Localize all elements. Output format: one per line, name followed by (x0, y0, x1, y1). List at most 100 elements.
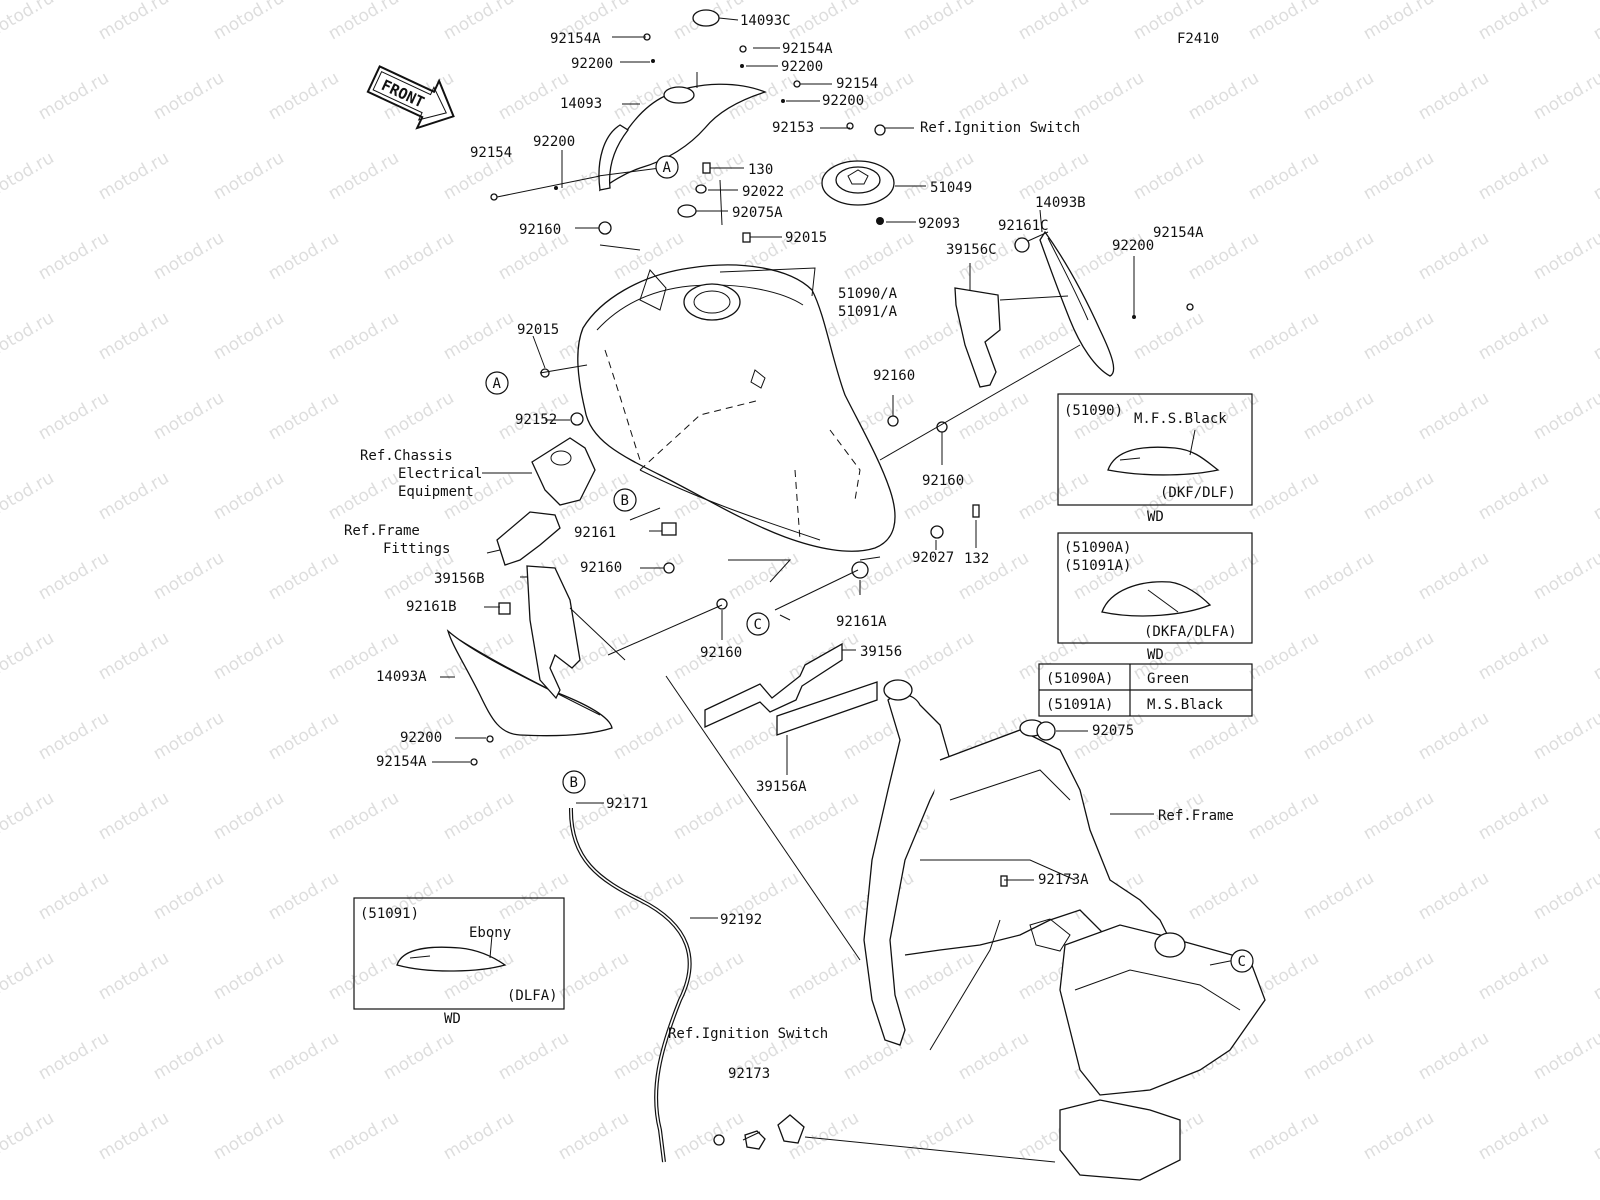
circle-marker-label: A (663, 160, 672, 176)
watermark-text: motod.ru (265, 388, 343, 444)
watermark-text: motod.ru (1245, 1108, 1323, 1164)
watermark-text: motod.ru (380, 228, 458, 284)
watermark-text: motod.ru (1360, 788, 1438, 844)
color-table-code-1: (51090A) (1046, 671, 1113, 687)
callout-39156c: 39156C (946, 242, 997, 258)
watermark-text: motod.ru (1475, 628, 1553, 684)
watermark-text: motod.ru (265, 1028, 343, 1084)
pad-39156b (526, 565, 581, 700)
watermark-text: motod.ru (0, 788, 58, 844)
watermark-text: motod.ru (95, 948, 173, 1004)
watermark-text: motod.ru (210, 1108, 288, 1164)
callout-ref-ign-1: Ref.Ignition Switch (920, 120, 1080, 136)
color-table-code-2: (51091A) (1046, 697, 1113, 713)
watermark-text: motod.ru (325, 948, 403, 1004)
watermark-text: motod.ru (0, 148, 58, 204)
circle-marker-label: B (570, 775, 578, 791)
watermark-text: motod.ru (1245, 148, 1323, 204)
variant3-color: Ebony (469, 925, 511, 941)
color-table (1038, 663, 1253, 717)
callout-92153: 92153 (772, 120, 814, 136)
watermark-text: motod.ru (1245, 0, 1323, 44)
watermark-text: motod.ru (1360, 148, 1438, 204)
watermark-text: motod.ru (1360, 308, 1438, 364)
watermark-text: motod.ru (265, 68, 343, 124)
watermark-text: motod.ru (265, 868, 343, 924)
watermark-text: motod.ru (1015, 0, 1093, 44)
variant1-models: (DKF/DLF) (1160, 485, 1236, 501)
watermark-text: motod.ru (1475, 0, 1553, 44)
watermark-text: motod.ru (325, 788, 403, 844)
watermark-text: motod.ru (840, 228, 918, 284)
watermark-text: motod.ru (150, 868, 228, 924)
watermark-text: motod.ru (955, 388, 1033, 444)
fuel-tank (577, 264, 896, 552)
circle-marker-b: B (562, 770, 586, 794)
watermark-text: motod.ru (1590, 0, 1600, 44)
callout-92015-1: 92015 (785, 230, 827, 246)
watermark-text: motod.ru (1300, 708, 1378, 764)
watermark-text: motod.ru (555, 1108, 633, 1164)
callout-92200-2: 92200 (781, 59, 823, 75)
watermark-text: motod.ru (440, 308, 518, 364)
variant-box-51091 (353, 897, 565, 1010)
watermark-text: motod.ru (35, 68, 113, 124)
pads-39156 (704, 642, 878, 736)
watermark-text: motod.ru (1530, 228, 1600, 284)
circle-marker-label: B (621, 493, 629, 509)
circle-marker-label: C (754, 617, 762, 633)
callout-51090a: 51090/A (838, 286, 898, 302)
frame (863, 679, 1266, 1181)
callout-92171: 92171 (606, 796, 648, 812)
watermark-text: motod.ru (150, 1028, 228, 1084)
watermark-text: motod.ru (1360, 0, 1438, 44)
watermark-text: motod.ru (1300, 868, 1378, 924)
watermark-text: motod.ru (900, 1108, 978, 1164)
watermark-text: motod.ru (210, 468, 288, 524)
electrical-bracket (531, 437, 596, 506)
watermark-text: motod.ru (35, 868, 113, 924)
watermark-text: motod.ru (1300, 388, 1378, 444)
watermark-text: motod.ru (95, 148, 173, 204)
watermark-text: motod.ru (1360, 1108, 1438, 1164)
callout-92154a-3: 92154A (1153, 225, 1204, 241)
callout-ref-chassis-3: Equipment (398, 484, 474, 500)
callout-51049: 51049 (930, 180, 972, 196)
watermark-text: motod.ru (210, 148, 288, 204)
watermark-text: motod.ru (1590, 948, 1600, 1004)
variant3-code: (51091) (360, 906, 419, 922)
variant3-wd: WD (444, 1011, 461, 1027)
variant2-wd: WD (1147, 647, 1164, 663)
watermark-text: motod.ru (1530, 388, 1600, 444)
watermark-text: motod.ru (1015, 468, 1093, 524)
watermark-text: motod.ru (785, 948, 863, 1004)
callout-92022: 92022 (742, 184, 784, 200)
callout-132: 132 (964, 551, 989, 567)
watermark-text: motod.ru (95, 468, 173, 524)
callout-14093: 14093 (560, 96, 602, 112)
watermark-text: motod.ru (95, 1108, 173, 1164)
watermark-text: motod.ru (0, 308, 58, 364)
watermark-text: motod.ru (1415, 868, 1493, 924)
variant-box-51090 (1057, 393, 1253, 506)
watermark-text: motod.ru (380, 388, 458, 444)
watermark-text: motod.ru (900, 628, 978, 684)
callout-ref-chassis-2: Electrical (398, 466, 482, 482)
watermark: motod.ru motod.ru motod.ru motod.ru motod.ru… (0, 0, 1600, 1164)
watermark-text: motod.ru (210, 628, 288, 684)
callout-92154a-1: 92154A (550, 31, 601, 47)
circle-marker-b: B (613, 488, 637, 512)
callout-92161b: 92161B (406, 599, 457, 615)
callout-92173: 92173 (728, 1066, 770, 1082)
callout-14093c: 14093C (740, 13, 791, 29)
circle-marker-label: A (493, 376, 502, 392)
watermark-text: motod.ru (1300, 1028, 1378, 1084)
watermark-text: motod.ru (1245, 788, 1323, 844)
callout-92160-4: 92160 (580, 560, 622, 576)
callout-39156: 39156 (860, 644, 902, 660)
watermark-text: motod.ru (150, 228, 228, 284)
color-table-color-1: Green (1147, 671, 1189, 687)
watermark-text: motod.ru (150, 68, 228, 124)
watermark-text: motod.ru (265, 708, 343, 764)
